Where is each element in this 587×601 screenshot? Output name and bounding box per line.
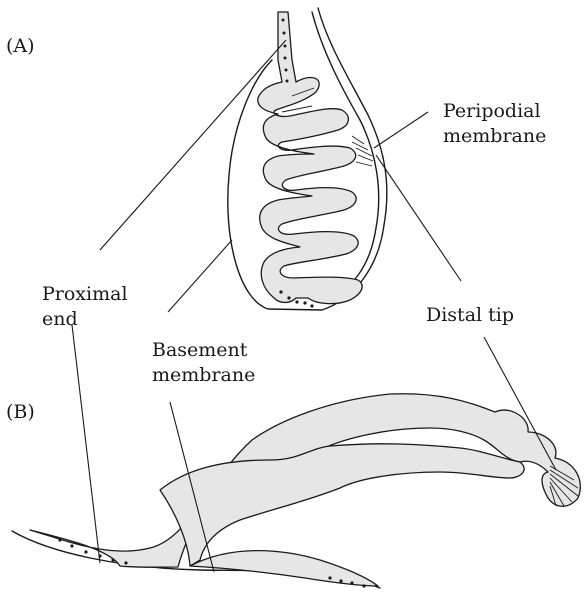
leader-peripodial — [374, 112, 428, 148]
distal-tip-striations-a — [352, 136, 373, 166]
leader-distal-a — [376, 155, 461, 281]
panel-b: (B) — [6, 325, 580, 588]
inner-fold-b — [160, 444, 524, 566]
panel-a: (A) — [6, 8, 546, 386]
panel-b-label: (B) — [6, 401, 35, 423]
leader-proximal-b — [72, 325, 100, 563]
label-peripodial-2: membrane — [443, 125, 546, 147]
base-layer-b — [190, 551, 378, 586]
leader-proximal — [100, 40, 286, 250]
label-peripodial-1: Peripodial — [443, 100, 541, 122]
folded-epithelium — [258, 12, 362, 304]
label-basement-2: membrane — [152, 364, 255, 386]
panel-a-label: (A) — [6, 35, 35, 57]
label-distal: Distal tip — [426, 304, 514, 326]
leader-basement — [168, 240, 232, 312]
label-proximal-1: Proximal — [42, 283, 128, 305]
label-basement-1: Basement — [152, 339, 248, 361]
